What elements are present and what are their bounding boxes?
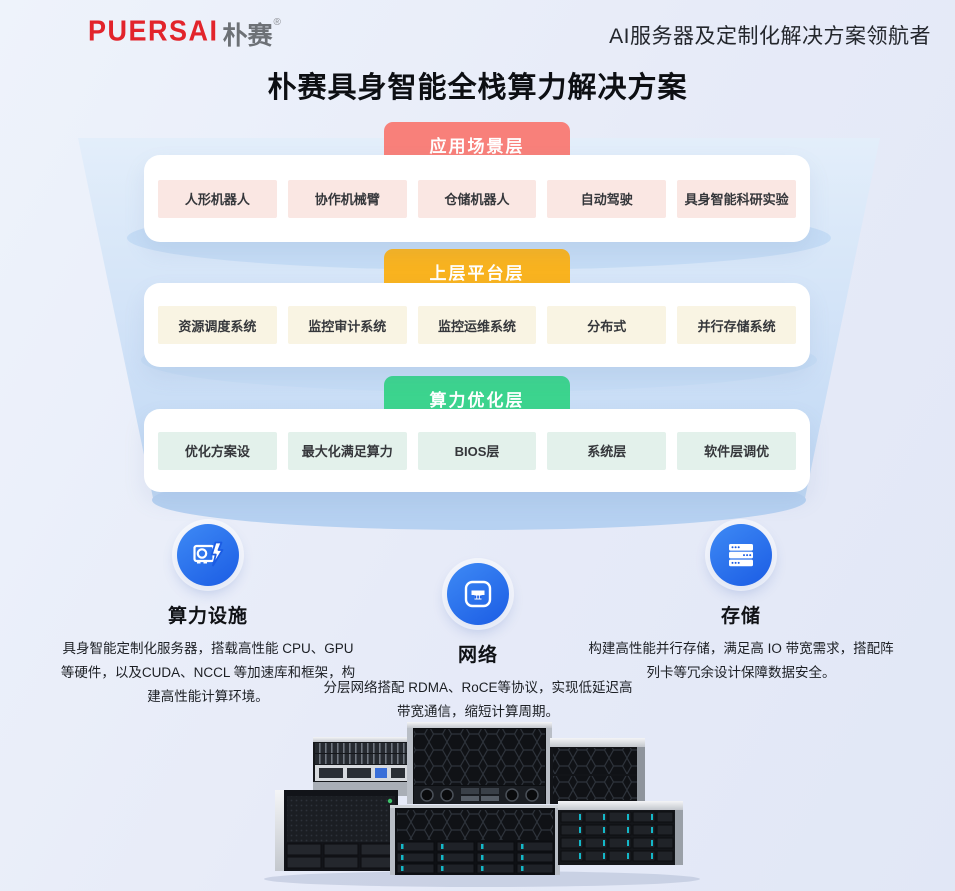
feature-title: 网络: [457, 645, 498, 666]
feature-title: 算力设施: [167, 606, 248, 627]
layer-item: 资源调度系统: [158, 306, 277, 344]
header-tagline: AI服务器及定制化解决方案领航者: [609, 25, 931, 48]
layer-item: 最大化满足算力: [287, 431, 407, 470]
layer-item: 分布式: [547, 306, 667, 344]
feature-title: 存储: [720, 606, 761, 627]
registered-mark: ®: [273, 17, 281, 28]
layer-card-application: 人形机器人 协作机械臂 仓储机器人 自动驾驶 具身智能科研实验: [144, 155, 810, 242]
layer-item: BIOS层: [417, 431, 537, 470]
layer-item: 协作机械臂: [287, 179, 407, 218]
feature-description: 具身智能定制化服务器，搭载高性能 CPU、GPU 等硬件，以及CUDA、NCCL…: [60, 641, 356, 705]
ethernet-port-icon: [447, 563, 509, 625]
layer-item: 人形机器人: [158, 179, 277, 218]
feature-computing: 算力设施 具身智能定制化服务器，搭载高性能 CPU、GPU 等硬件，以及CUDA…: [58, 524, 358, 709]
layer-item: 监控审计系统: [287, 306, 407, 344]
layer-item: 软件层调优: [677, 431, 796, 470]
layer-item: 并行存储系统: [677, 306, 796, 344]
feature-description: 构建高性能并行存储，满足高 IO 带宽需求，搭配阵列卡等冗余设计保障数据安全。: [588, 641, 894, 681]
layer-item: 具身智能科研实验: [677, 179, 796, 218]
server-cluster-image: [264, 722, 700, 887]
brand-logo: PUERSAI 朴赛 ®: [88, 15, 281, 52]
page-title: 朴赛具身智能全栈算力解决方案: [267, 72, 688, 104]
layer-item: 系统层: [547, 431, 667, 470]
layer-card-optimization: 优化方案设 最大化满足算力 BIOS层 系统层 软件层调优: [144, 409, 810, 492]
brand-logo-text: PUERSAI: [88, 15, 219, 47]
gpu-card-icon: [177, 524, 239, 586]
layer-item: 优化方案设: [158, 431, 277, 470]
brand-logo-cn: 朴赛: [222, 22, 273, 50]
feature-network: 网络 分层网络搭配 RDMA、RoCE等协议，实现低延迟高带宽通信，缩短计算周期…: [318, 563, 638, 724]
layer-item: 监控运维系统: [417, 306, 537, 344]
storage-server-icon: [710, 524, 772, 586]
layer-item: 自动驾驶: [547, 179, 667, 218]
feature-storage: 存储 构建高性能并行存储，满足高 IO 带宽需求，搭配阵列卡等冗余设计保障数据安…: [586, 524, 896, 685]
layer-item: 仓储机器人: [417, 179, 537, 218]
feature-description: 分层网络搭配 RDMA、RoCE等协议，实现低延迟高带宽通信，缩短计算周期。: [323, 680, 633, 720]
layer-card-platform: 资源调度系统 监控审计系统 监控运维系统 分布式 并行存储系统: [144, 283, 810, 367]
